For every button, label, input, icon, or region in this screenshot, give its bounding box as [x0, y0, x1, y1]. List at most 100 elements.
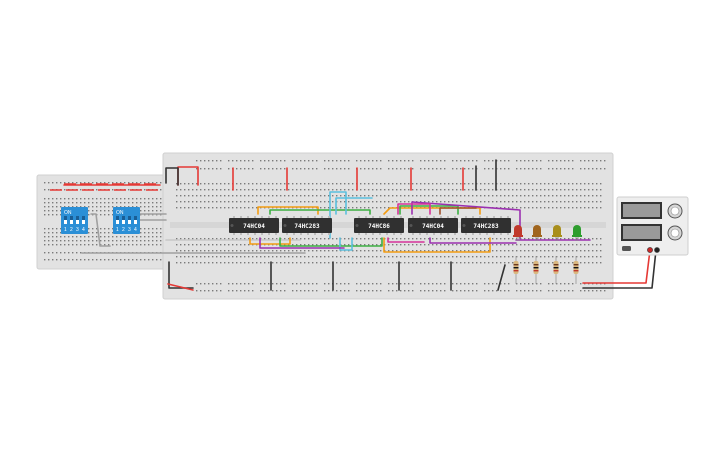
breadboard-hole: [428, 183, 430, 185]
breadboard-hole: [264, 256, 266, 258]
ic-chip-body[interactable]: [229, 218, 279, 233]
breadboard-hole: [420, 256, 422, 258]
breadboard-hole: [104, 202, 106, 204]
breadboard-hole: [56, 198, 58, 200]
ic-chip[interactable]: 74HC86: [354, 216, 404, 235]
breadboard-hole: [184, 189, 186, 191]
breadboard-hole: [328, 201, 330, 203]
psu-black-wire: [582, 249, 657, 289]
breadboard-hole: [204, 183, 206, 185]
breadboard-hole: [488, 238, 490, 240]
ic-chip[interactable]: 74HC283: [282, 216, 332, 235]
signal-wire: [335, 197, 373, 215]
breadboard-hole: [48, 206, 50, 208]
dip-switch-body[interactable]: [61, 207, 88, 234]
breadboard-hole: [304, 189, 306, 191]
breadboard-hole: [212, 283, 214, 285]
ic-chip-body[interactable]: [408, 218, 458, 233]
breadboard-hole: [380, 244, 382, 246]
breadboard-hole: [580, 195, 582, 197]
breadboard-hole: [180, 256, 182, 258]
breadboard-hole: [560, 195, 562, 197]
breadboard-hole: [276, 262, 278, 264]
breadboard-hole: [576, 238, 578, 240]
breadboard-hole: [352, 183, 354, 185]
breadboard-hole: [368, 160, 370, 162]
breadboard-hole: [344, 256, 346, 258]
ic-pin: [275, 233, 277, 235]
breadboard-hole: [576, 207, 578, 209]
breadboard-hole: [184, 201, 186, 203]
breadboard-hole: [240, 244, 242, 246]
power-supply-terminal-icon[interactable]: [654, 247, 660, 253]
breadboard-hole: [288, 201, 290, 203]
breadboard-hole: [460, 250, 462, 252]
ic-pin: [365, 216, 367, 218]
breadboard-hole: [520, 290, 522, 292]
breadboard-hole: [120, 182, 122, 184]
breadboard-hole: [508, 244, 510, 246]
breadboard-hole: [336, 244, 338, 246]
breadboard-hole: [240, 290, 242, 292]
breadboard-hole: [436, 160, 438, 162]
breadboard-hole: [480, 195, 482, 197]
ic-chip[interactable]: 74HC04: [229, 216, 279, 235]
ic-chip-body[interactable]: [461, 218, 511, 233]
psu-display-screen: [623, 204, 660, 217]
breadboard-hole: [568, 262, 570, 264]
breadboard-hole: [400, 238, 402, 240]
breadboard-hole: [176, 244, 178, 246]
breadboard-hole: [200, 244, 202, 246]
breadboard-hole: [64, 182, 66, 184]
psu-power-switch[interactable]: [622, 246, 631, 251]
breadboard-hole: [260, 283, 262, 285]
breadboard-hole: [508, 238, 510, 240]
breadboard-hole: [440, 256, 442, 258]
breadboard-hole: [520, 168, 522, 170]
breadboard-hole: [600, 195, 602, 197]
breadboard-hole: [596, 160, 598, 162]
breadboard-hole: [156, 259, 158, 261]
breadboard-hole: [476, 283, 478, 285]
breadboard-hole: [320, 238, 322, 240]
small-breadboard[interactable]: [36, 174, 167, 270]
breadboard-hole: [352, 189, 354, 191]
power-supply-terminal-icon[interactable]: [647, 247, 653, 253]
power-supply[interactable]: [616, 196, 689, 256]
breadboard-hole: [156, 244, 158, 246]
breadboard-hole: [484, 195, 486, 197]
breadboard-hole: [552, 290, 554, 292]
ic-pin: [328, 216, 330, 218]
ic-chip-body[interactable]: [354, 218, 404, 233]
breadboard-hole: [92, 236, 94, 238]
breadboard-hole: [552, 250, 554, 252]
breadboard-hole: [252, 168, 254, 170]
breadboard-hole: [480, 238, 482, 240]
breadboard-hole: [436, 256, 438, 258]
breadboard-hole: [204, 283, 206, 285]
breadboard-hole: [236, 256, 238, 258]
breadboard-hole: [480, 183, 482, 185]
ic-pin: [493, 216, 495, 218]
breadboard-hole: [592, 244, 594, 246]
breadboard-hole: [188, 207, 190, 209]
dip-switch-body[interactable]: [113, 207, 140, 234]
breadboard-hole: [360, 283, 362, 285]
breadboard-hole: [456, 183, 458, 185]
ic-chip-body[interactable]: [282, 218, 332, 233]
ground-jumper: [497, 264, 506, 291]
breadboard-hole: [344, 168, 346, 170]
breadboard-hole: [216, 183, 218, 185]
breadboard-hole: [300, 256, 302, 258]
breadboard-hole: [588, 168, 590, 170]
breadboard-hole: [560, 238, 562, 240]
breadboard-hole: [572, 189, 574, 191]
breadboard-hole: [312, 168, 314, 170]
breadboard-hole: [196, 183, 198, 185]
breadboard-hole: [392, 262, 394, 264]
ic-chip[interactable]: 74HC04: [408, 216, 458, 235]
ic-chip[interactable]: 74HC283: [461, 216, 511, 235]
